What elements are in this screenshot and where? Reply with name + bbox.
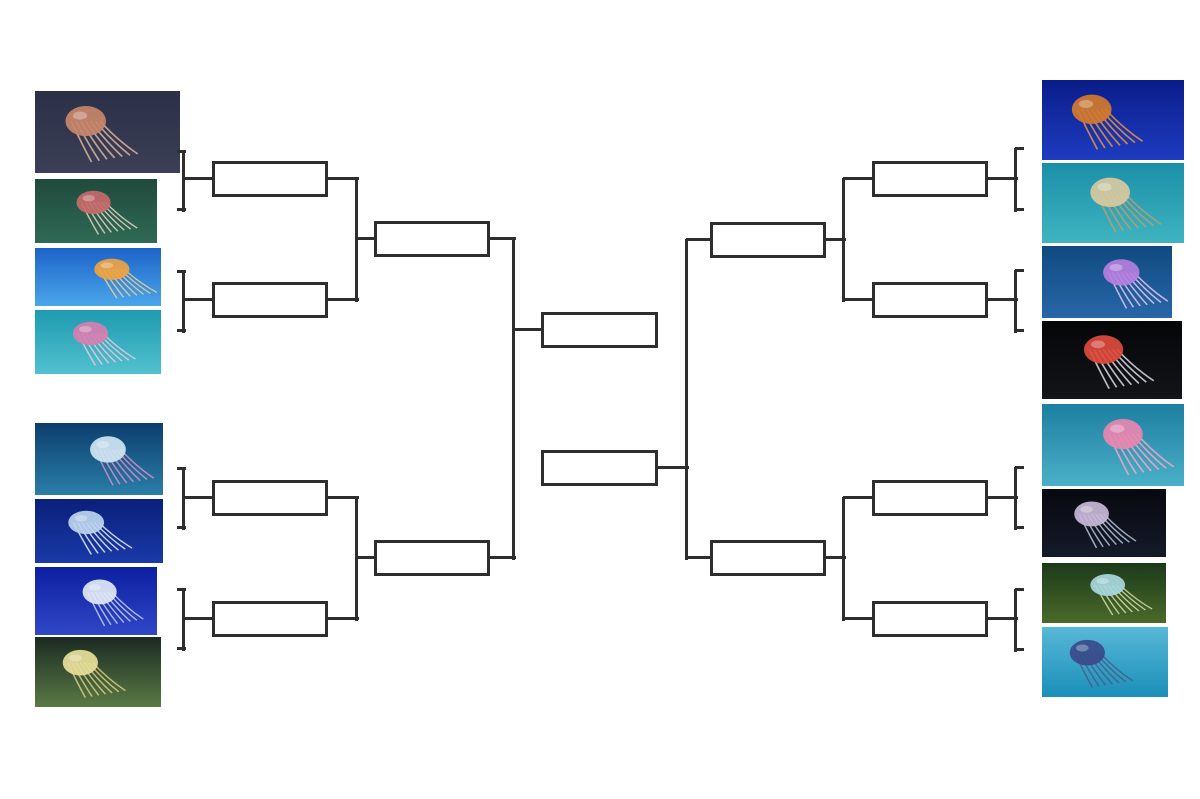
- right-r0-stub: [1015, 466, 1024, 469]
- left-r1-to-r2: [356, 556, 377, 559]
- right-r0-connector: [1014, 270, 1017, 333]
- right-r0-connector: [1014, 148, 1017, 212]
- right-round1-slot-4: [872, 601, 988, 637]
- right-r0-stub: [1015, 208, 1024, 211]
- final-slot-right: [541, 450, 658, 486]
- right-r2-connector: [685, 239, 688, 560]
- left-r1-out: [328, 496, 359, 499]
- left-round1-slot-2: [212, 282, 328, 318]
- left-r0-to-r1: [183, 496, 215, 499]
- right-r0-to-r1: [988, 177, 1018, 180]
- left-r0-to-r1: [183, 177, 215, 180]
- left-r0-stub: [177, 270, 186, 273]
- jellyfish-photo-8: [35, 637, 161, 707]
- jellyfish-photo-13: [1042, 404, 1184, 486]
- right-r1-to-r2: [826, 238, 846, 241]
- left-round1-slot-1: [212, 161, 328, 197]
- left-r0-stub: [177, 150, 186, 153]
- right-round2-slot-1: [710, 222, 826, 258]
- left-r0-connector: [182, 151, 185, 212]
- right-round2-slot-2: [710, 540, 826, 576]
- left-r0-stub: [177, 647, 186, 650]
- jellyfish-photo-11: [1042, 246, 1172, 318]
- left-r0-to-r1: [183, 298, 215, 301]
- jellyfish-photo-2: [35, 179, 157, 243]
- jellyfish-photo-4: [35, 310, 161, 374]
- right-round1-slot-1: [872, 161, 988, 197]
- right-round1-slot-2: [872, 282, 988, 318]
- jellyfish-photo-14: [1042, 489, 1166, 557]
- jellyfish-photo-7: [35, 567, 157, 635]
- left-round2-slot-1: [374, 221, 490, 257]
- right-r0-stub: [1015, 329, 1024, 332]
- left-r1-out: [328, 177, 359, 180]
- left-r0-stub: [177, 526, 186, 529]
- left-r0-to-r1: [183, 617, 215, 620]
- right-r2-out: [686, 556, 713, 559]
- right-r1-out: [843, 298, 875, 301]
- right-r0-stub: [1015, 147, 1024, 150]
- right-r2-out: [686, 238, 713, 241]
- left-r0-connector: [182, 271, 185, 333]
- jellyfish-photo-3: [35, 248, 161, 306]
- right-r0-stub: [1015, 588, 1024, 591]
- left-round1-slot-4: [212, 601, 328, 637]
- right-r1-to-r2: [826, 556, 846, 559]
- right-to-final: [658, 466, 689, 469]
- jellyfish-photo-5: [35, 423, 163, 495]
- left-to-final: [513, 328, 544, 331]
- jellyfish-photo-12: [1042, 321, 1182, 399]
- right-r1-out: [843, 617, 875, 620]
- left-r1-connector: [355, 497, 358, 621]
- left-r0-stub: [177, 329, 186, 332]
- jellyfish-photo-9: [1042, 80, 1184, 160]
- right-r0-to-r1: [988, 298, 1018, 301]
- right-round1-slot-3: [872, 480, 988, 516]
- left-round2-slot-2: [374, 540, 490, 576]
- left-r0-connector: [182, 468, 185, 530]
- right-r0-connector: [1014, 589, 1017, 652]
- left-r2-out: [490, 556, 516, 559]
- left-r1-connector: [355, 178, 358, 302]
- left-r1-to-r2: [356, 237, 377, 240]
- final-slot-left: [541, 312, 658, 348]
- jellyfish-photo-10: [1042, 163, 1184, 243]
- left-r1-out: [328, 298, 359, 301]
- left-r2-connector: [512, 238, 515, 560]
- left-r0-connector: [182, 589, 185, 651]
- right-r0-stub: [1015, 526, 1024, 529]
- jellyfish-photo-6: [35, 499, 163, 563]
- right-r0-stub: [1015, 648, 1024, 651]
- left-r0-stub: [177, 208, 186, 211]
- left-r0-stub: [177, 467, 186, 470]
- right-r1-connector: [842, 497, 845, 621]
- jellyfish-photo-15: [1042, 563, 1166, 623]
- left-r2-out: [490, 237, 516, 240]
- right-r0-to-r1: [988, 496, 1018, 499]
- right-r0-stub: [1015, 269, 1024, 272]
- left-r1-out: [328, 617, 359, 620]
- left-r0-stub: [177, 588, 186, 591]
- left-round1-slot-3: [212, 480, 328, 516]
- right-r1-out: [843, 177, 875, 180]
- right-r1-out: [843, 496, 875, 499]
- jellyfish-photo-16: [1042, 627, 1168, 697]
- jellyfish-photo-1: [35, 91, 180, 173]
- right-r0-to-r1: [988, 617, 1018, 620]
